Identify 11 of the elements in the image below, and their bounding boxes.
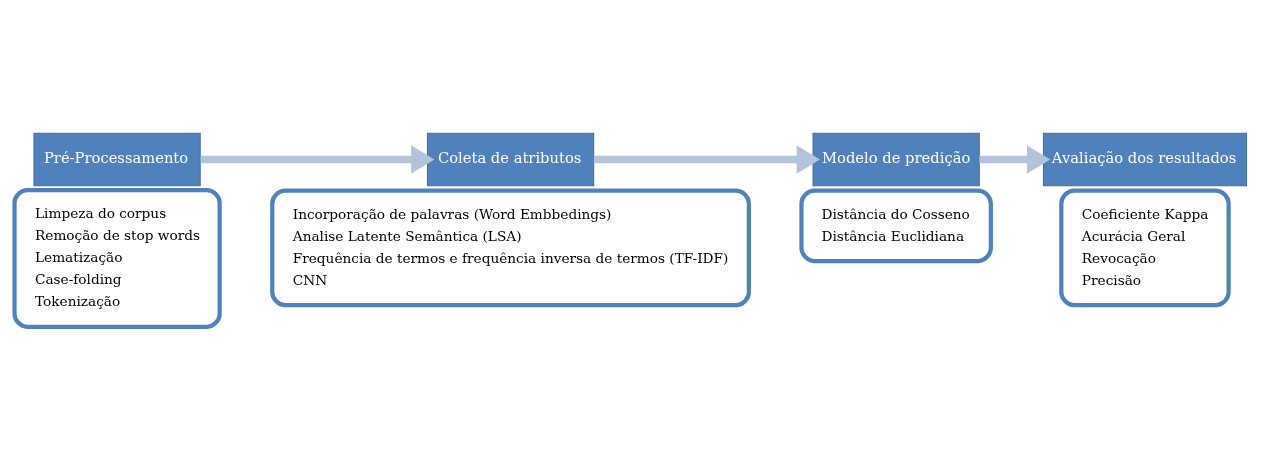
node-box: Coleta de atributos xyxy=(426,132,595,186)
node-box: Avaliação dos resultados xyxy=(1042,132,1247,186)
node-box: Limpeza do corpus Remoção de stop words Lematização Case-folding Tokenização xyxy=(12,187,222,329)
node-box: Pré-Processamento xyxy=(33,132,201,186)
arrow xyxy=(979,144,1051,174)
node-box: Incorporação de palavras (Word Embbedings) Analise Latente Semântica (LSA) Frequência de termos e frequência inversa de termos (TF-IDF) CNN xyxy=(270,187,751,307)
node-box: Coeficiente Kappa Acurácia Geral Revocação Precisão xyxy=(1059,187,1231,307)
arrow xyxy=(200,144,435,174)
node-box: Modelo de predição xyxy=(812,132,980,186)
arrow xyxy=(593,144,820,174)
node-box: Distância do Cosseno Distância Euclidiana xyxy=(799,187,993,263)
